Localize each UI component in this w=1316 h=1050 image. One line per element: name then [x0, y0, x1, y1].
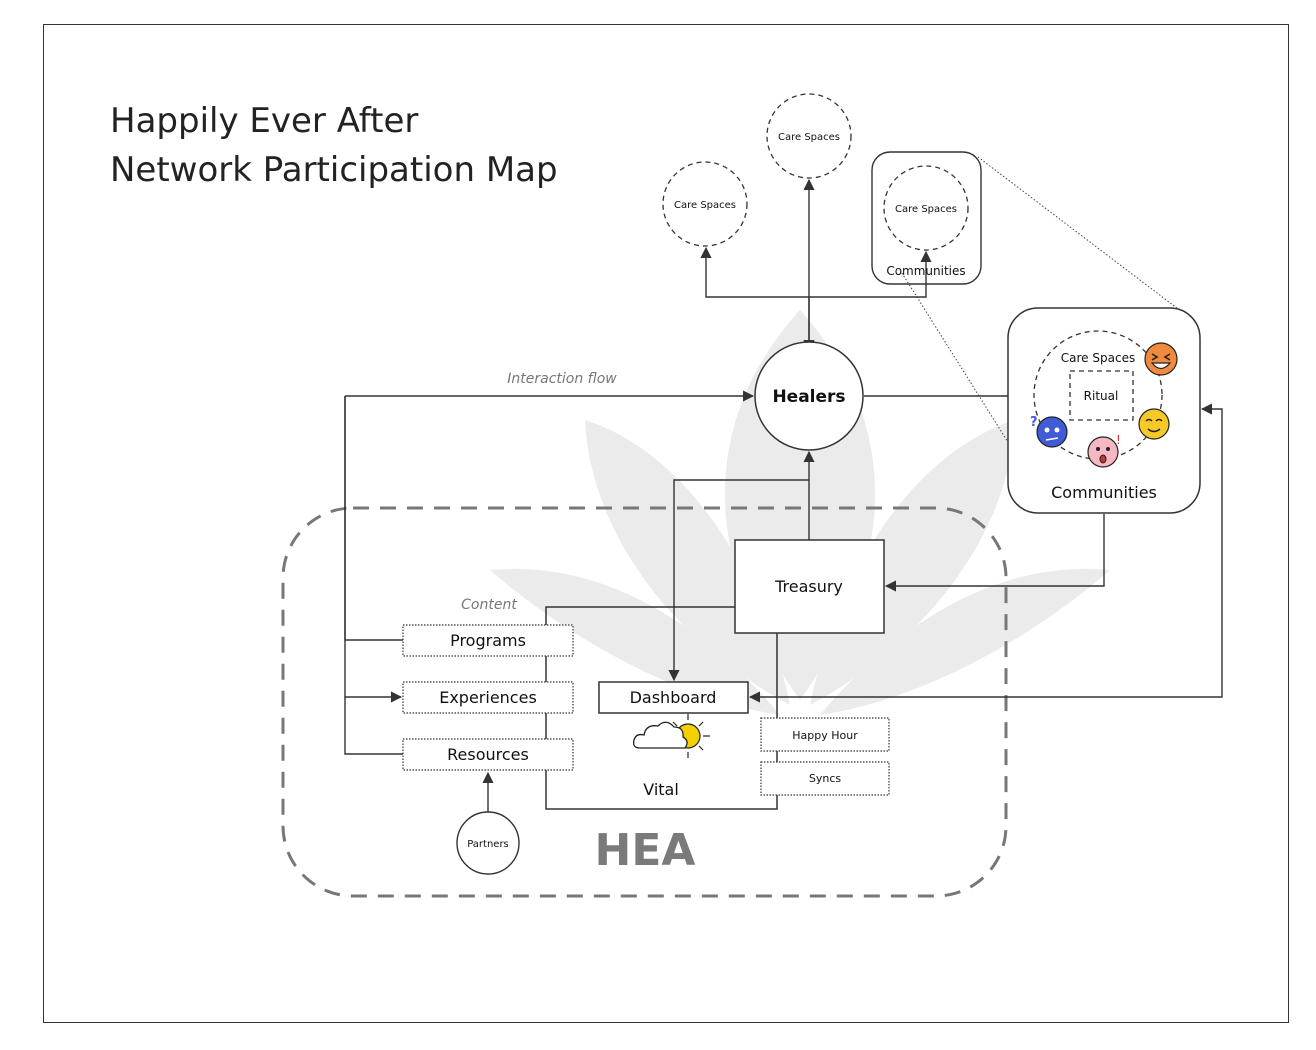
dashboard-label: Dashboard: [630, 688, 717, 707]
healers-node[interactable]: Healers: [754, 341, 864, 451]
programs-label: Programs: [450, 631, 526, 650]
vital-label: Vital: [643, 780, 679, 799]
care-spaces-top-node[interactable]: Care Spaces: [766, 93, 852, 179]
communities-large-label: Communities: [1051, 483, 1157, 502]
programs-item[interactable]: Programs: [402, 624, 574, 657]
content-label: Content: [461, 597, 517, 613]
care-spaces-small-label: Care Spaces: [895, 204, 957, 215]
interaction-flow-label: Interaction flow: [507, 371, 617, 387]
svg-text:!: !: [1116, 433, 1121, 447]
dashboard-communities-arrow: [748, 403, 1223, 703]
resources-item[interactable]: Resources: [402, 738, 574, 771]
dashboard-node[interactable]: Dashboard: [598, 681, 749, 714]
communities-small-node[interactable]: Care Spaces Communities: [871, 151, 982, 285]
healers-to-dashboard-arrow: [668, 479, 809, 682]
zoom-line-bottom: [899, 269, 1039, 491]
happy-hour-item[interactable]: Happy Hour: [760, 717, 890, 752]
care-spaces-left-label: Care Spaces: [674, 200, 736, 211]
ritual-label: Ritual: [1084, 389, 1119, 403]
title-line-2: Network Participation Map: [110, 150, 558, 190]
care-spaces-left-node[interactable]: Care Spaces: [662, 161, 748, 247]
resources-label: Resources: [447, 745, 529, 764]
syncs-label: Syncs: [809, 772, 842, 785]
laughing-face-icon: [1144, 342, 1178, 376]
cloud-sun-icon: [632, 714, 710, 758]
healers-label: Healers: [772, 387, 845, 407]
svg-text:?: ?: [1030, 415, 1038, 430]
treasury-label: Treasury: [774, 577, 843, 596]
healers-care-connectors: [700, 178, 932, 352]
experiences-label: Experiences: [439, 688, 537, 707]
hea-label: HEA: [595, 825, 696, 876]
content-face-icon: [1138, 408, 1170, 440]
zoom-line-top: [977, 156, 1191, 319]
communities-large-node[interactable]: Care Spaces Ritual Communities ! ?: [1007, 307, 1201, 514]
partners-node[interactable]: Partners: [456, 811, 520, 875]
syncs-item[interactable]: Syncs: [760, 761, 890, 796]
interaction-flow-connectors: [344, 390, 755, 755]
care-spaces-top-label: Care Spaces: [778, 132, 840, 143]
care-spaces-large-label: Care Spaces: [1061, 351, 1135, 365]
title-line-1: Happily Ever After: [110, 101, 418, 141]
treasury-node[interactable]: Treasury: [734, 539, 885, 634]
experiences-item[interactable]: Experiences: [402, 681, 574, 714]
happy-hour-label: Happy Hour: [792, 729, 858, 742]
diagram-frame: [43, 24, 1289, 1023]
partners-label: Partners: [467, 839, 509, 850]
